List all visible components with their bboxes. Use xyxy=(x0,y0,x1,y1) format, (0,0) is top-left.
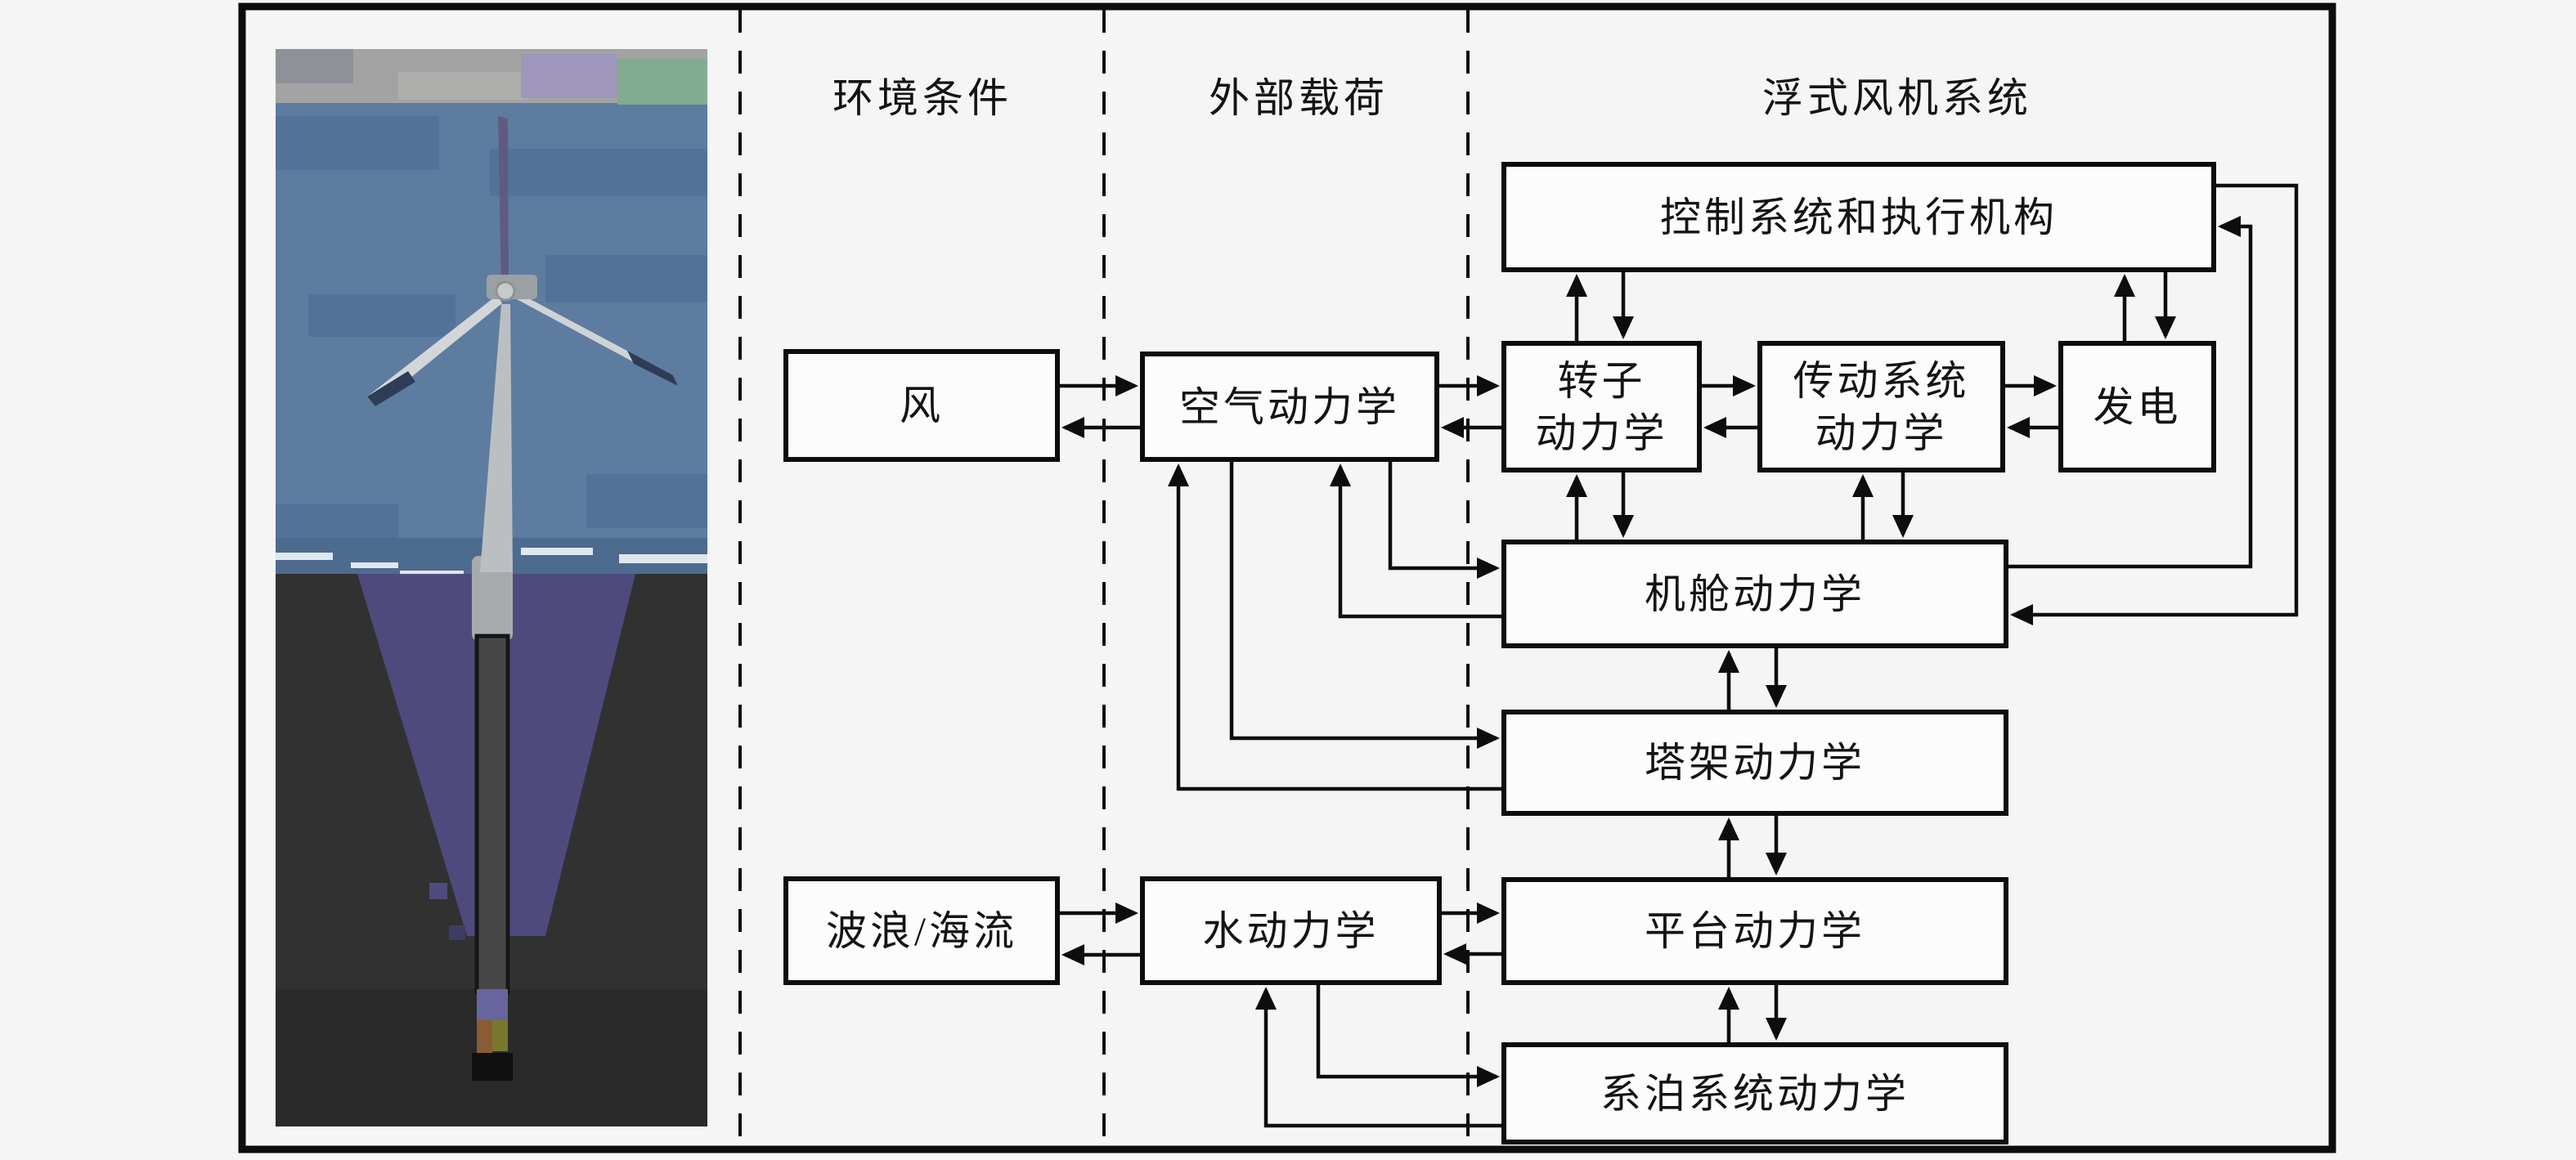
block-aerodynamics: 空气动力学 xyxy=(1140,352,1439,462)
photo-spar-orange-segment xyxy=(477,1020,492,1055)
arrow-nacelle-to-aero xyxy=(1330,464,1501,619)
photo-tower xyxy=(480,304,513,572)
photo-haze-band xyxy=(276,49,707,103)
block-rotor-dynamics-label-line2: 动力学 xyxy=(1535,410,1668,456)
photo-nacelle xyxy=(487,275,537,299)
block-waves-currents-label: 波浪/海流 xyxy=(826,907,1017,954)
block-nacelle-dynamics-label: 机舱动力学 xyxy=(1645,571,1865,617)
block-mooring-dynamics: 系泊系统动力学 xyxy=(1501,1042,2008,1144)
block-tower-dynamics-label: 塔架动力学 xyxy=(1645,740,1865,786)
photo-hub xyxy=(495,280,516,302)
block-platform-dynamics-label: 平台动力学 xyxy=(1645,908,1865,954)
turbine-photo xyxy=(276,49,707,1126)
block-drivetrain-dynamics-label-line2: 动力学 xyxy=(1815,410,1948,456)
block-wind-label: 风 xyxy=(900,383,944,428)
column-header-environment: 环境条件 xyxy=(832,75,1012,121)
photo-spar xyxy=(474,634,510,995)
block-waves-currents: 波浪/海流 xyxy=(783,876,1060,985)
arrow-aero-to-nacelle xyxy=(1388,462,1500,579)
column-header-floating-turbine-system: 浮式风机系统 xyxy=(1762,75,2032,121)
block-control-system: 控制系统和执行机构 xyxy=(1501,162,2216,272)
block-tower-dynamics: 塔架动力学 xyxy=(1501,710,2008,816)
block-nacelle-dynamics: 机舱动力学 xyxy=(1501,540,2008,648)
photo-blade-left xyxy=(367,295,502,406)
block-control-system-label: 控制系统和执行机构 xyxy=(1660,194,2058,240)
photo-spar-cap xyxy=(472,1053,513,1081)
block-hydrodynamics-label: 水动力学 xyxy=(1202,907,1380,954)
photo-underwater-glow xyxy=(357,574,635,936)
block-wind: 风 xyxy=(783,349,1060,462)
arrow-aero-to-tower xyxy=(1229,462,1500,749)
block-rotor-dynamics-label-line1: 转子 xyxy=(1557,357,1646,404)
arrow-hydro-to-mooring xyxy=(1316,985,1500,1087)
block-drivetrain-dynamics-label-line1: 传动系统 xyxy=(1793,357,1970,404)
block-mooring-dynamics-label: 系泊系统动力学 xyxy=(1600,1070,1910,1117)
arrow-mooring-to-hydro xyxy=(1255,987,1501,1128)
photo-sky xyxy=(276,49,707,1126)
photo-blade-right xyxy=(510,289,678,386)
block-aerodynamics-label: 空气动力学 xyxy=(1179,383,1400,430)
photo-sea xyxy=(276,538,707,576)
block-hydrodynamics: 水动力学 xyxy=(1140,876,1442,985)
photo-transition-piece xyxy=(472,556,513,641)
photo-blade-up xyxy=(498,116,509,293)
arrow-tower-to-aero xyxy=(1168,464,1501,791)
block-drivetrain-dynamics: 传动系统 动力学 xyxy=(1757,341,2005,473)
column-header-external-loads: 外部载荷 xyxy=(1209,75,1389,121)
block-generator-label: 发电 xyxy=(2093,383,2182,430)
block-generator: 发电 xyxy=(2058,341,2216,473)
photo-spar-blue-segment xyxy=(477,989,508,1020)
block-platform-dynamics: 平台动力学 xyxy=(1501,877,2008,985)
block-rotor-dynamics: 转子 动力学 xyxy=(1501,341,1702,473)
photo-underwater xyxy=(276,574,707,1126)
